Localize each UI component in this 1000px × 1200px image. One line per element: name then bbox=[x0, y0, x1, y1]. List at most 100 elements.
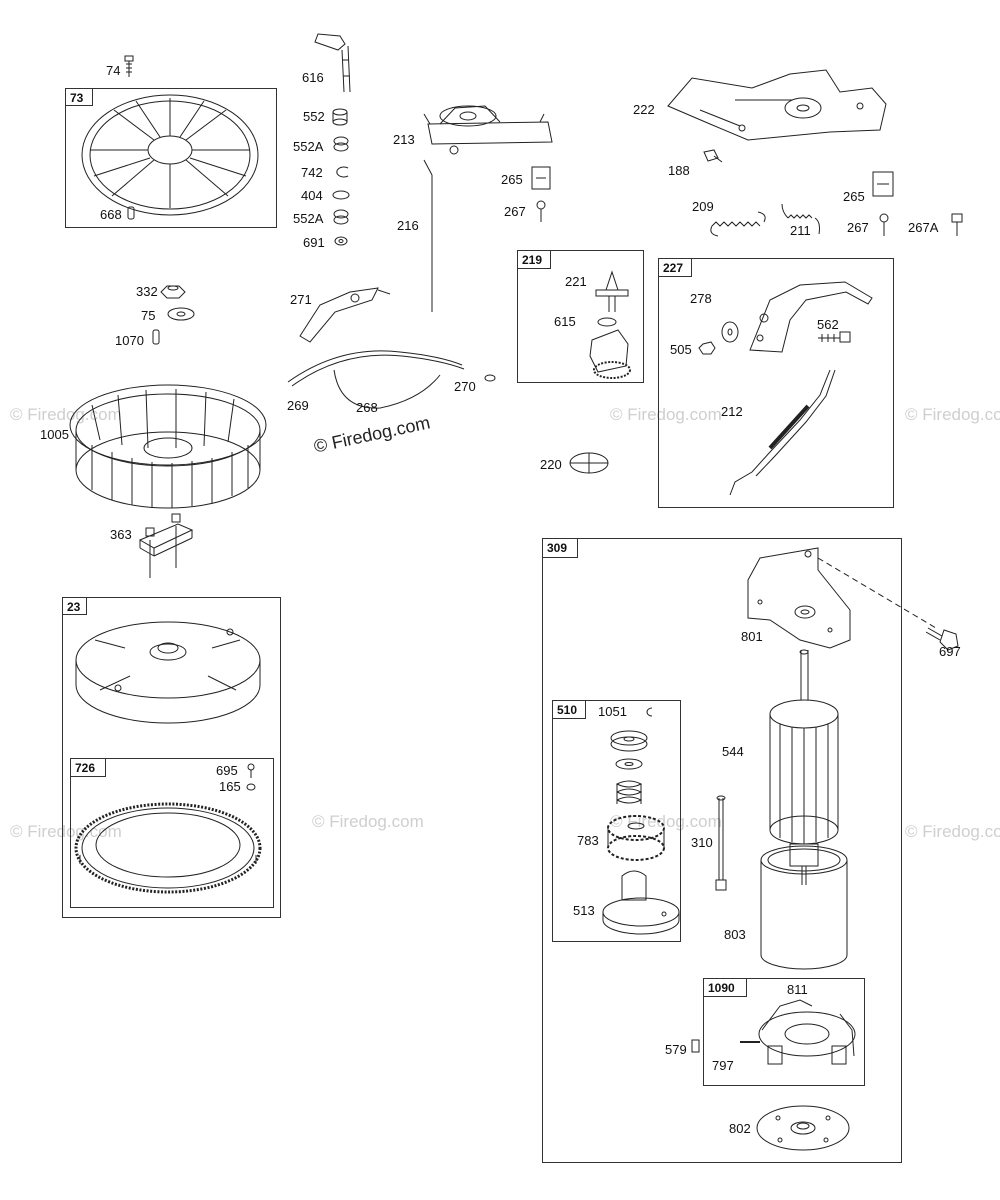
part-label-271: 271 bbox=[290, 292, 312, 307]
pin-668 bbox=[128, 207, 134, 219]
part-label-270: 270 bbox=[454, 379, 476, 394]
insulator-579 bbox=[692, 1040, 699, 1052]
box-1090 bbox=[703, 978, 865, 1086]
part-label-267a: 267A bbox=[908, 220, 939, 235]
box-label-510: 510 bbox=[557, 703, 578, 717]
part-label-165: 165 bbox=[219, 779, 241, 794]
part-label-513: 513 bbox=[573, 903, 595, 918]
brush-holder-811 bbox=[740, 1000, 855, 1064]
part-label-552: 552 bbox=[303, 109, 325, 124]
part-label-267-right: 267 bbox=[847, 220, 869, 235]
part-label-801: 801 bbox=[741, 629, 763, 644]
armature-544 bbox=[770, 650, 838, 885]
part-label-188: 188 bbox=[668, 163, 690, 178]
spring-211 bbox=[782, 204, 820, 234]
tag-73 bbox=[65, 88, 93, 106]
screw-697 bbox=[926, 628, 958, 650]
washer-404 bbox=[333, 191, 349, 199]
part-label-742: 742 bbox=[301, 165, 323, 180]
tag-510 bbox=[552, 700, 586, 719]
part-label-803: 803 bbox=[724, 927, 746, 942]
bracket-363 bbox=[140, 514, 192, 578]
box-label-1090: 1090 bbox=[708, 981, 735, 995]
part-label-75: 75 bbox=[141, 308, 156, 323]
part-label-222: 222 bbox=[633, 102, 655, 117]
screw-267-left bbox=[537, 201, 545, 222]
part-label-797: 797 bbox=[712, 1058, 734, 1073]
part-label-1051: 1051 bbox=[598, 704, 627, 719]
part-label-269: 269 bbox=[287, 398, 309, 413]
watermark-left: © Firedog.com bbox=[10, 405, 122, 424]
box-label-23: 23 bbox=[67, 600, 81, 614]
part-label-332: 332 bbox=[136, 284, 158, 299]
leader-697 bbox=[818, 558, 936, 628]
bracket-222 bbox=[668, 70, 886, 140]
part-label-265-right: 265 bbox=[843, 189, 865, 204]
ring-615 bbox=[598, 318, 616, 326]
part-label-209: 209 bbox=[692, 199, 714, 214]
part-label-505: 505 bbox=[670, 342, 692, 357]
part-label-615: 615 bbox=[554, 314, 576, 329]
part-label-695: 695 bbox=[216, 763, 238, 778]
part-label-212: 212 bbox=[721, 404, 743, 419]
nut-270 bbox=[485, 375, 495, 381]
screw-267a bbox=[952, 214, 962, 236]
watermark-lower-right: © Firedog.com bbox=[905, 822, 1000, 841]
tag-726 bbox=[70, 758, 106, 777]
part-label-697: 697 bbox=[939, 644, 961, 659]
watermark-lower-mid: © Firedog.com bbox=[312, 812, 424, 831]
watermark-lower-left: © Firedog.com bbox=[10, 822, 122, 841]
shaft-616 bbox=[315, 34, 350, 92]
box-label-73: 73 bbox=[70, 91, 84, 105]
link-269 bbox=[288, 351, 464, 386]
part-label-616: 616 bbox=[302, 70, 324, 85]
box-label-219: 219 bbox=[522, 253, 543, 267]
key-1070 bbox=[153, 330, 159, 344]
box-309 bbox=[542, 538, 902, 1163]
tag-309 bbox=[542, 538, 578, 558]
clip-265-left bbox=[532, 167, 550, 189]
disc-220 bbox=[570, 453, 608, 473]
part-label-552a-lower: 552A bbox=[293, 211, 324, 226]
part-label-213: 213 bbox=[393, 132, 415, 147]
part-label-691: 691 bbox=[303, 235, 325, 250]
seal-691 bbox=[335, 237, 347, 245]
bracket-213 bbox=[424, 106, 552, 154]
flywheel-1005 bbox=[70, 385, 266, 508]
part-label-267-left: 267 bbox=[504, 204, 526, 219]
nut-332 bbox=[161, 286, 185, 298]
part-label-268: 268 bbox=[356, 400, 378, 415]
ring-gear-726 bbox=[76, 804, 260, 892]
pin-221 bbox=[596, 272, 628, 312]
box-73 bbox=[65, 88, 277, 228]
box-label-227: 227 bbox=[663, 261, 684, 275]
part-label-265-left: 265 bbox=[501, 172, 523, 187]
part-label-579: 579 bbox=[665, 1042, 687, 1057]
part-label-404: 404 bbox=[301, 188, 323, 203]
part-label-783: 783 bbox=[577, 833, 599, 848]
nut-505 bbox=[699, 342, 715, 354]
box-label-309: 309 bbox=[547, 541, 568, 555]
tag-227 bbox=[658, 258, 692, 277]
part-label-802: 802 bbox=[729, 1121, 751, 1136]
part-label-544: 544 bbox=[722, 744, 744, 759]
spring-268 bbox=[334, 370, 440, 408]
spring-209 bbox=[711, 212, 765, 236]
box-227 bbox=[658, 258, 894, 508]
pinion-783 bbox=[608, 816, 664, 860]
part-label-221: 221 bbox=[565, 274, 587, 289]
bolt-310 bbox=[716, 796, 726, 890]
blower-housing-73 bbox=[82, 95, 258, 215]
frame-803 bbox=[761, 846, 847, 969]
part-label-1005: 1005 bbox=[40, 427, 69, 442]
bracket-801 bbox=[748, 548, 850, 648]
gear-219 bbox=[590, 330, 630, 378]
part-label-562: 562 bbox=[817, 317, 839, 332]
stop-nut bbox=[611, 731, 647, 769]
watermark-right: © Firedog.com bbox=[905, 405, 1000, 424]
screw-267-right bbox=[880, 214, 888, 236]
bushing-552 bbox=[333, 109, 347, 125]
washer-278 bbox=[722, 322, 738, 342]
part-label-1070: 1070 bbox=[115, 333, 144, 348]
